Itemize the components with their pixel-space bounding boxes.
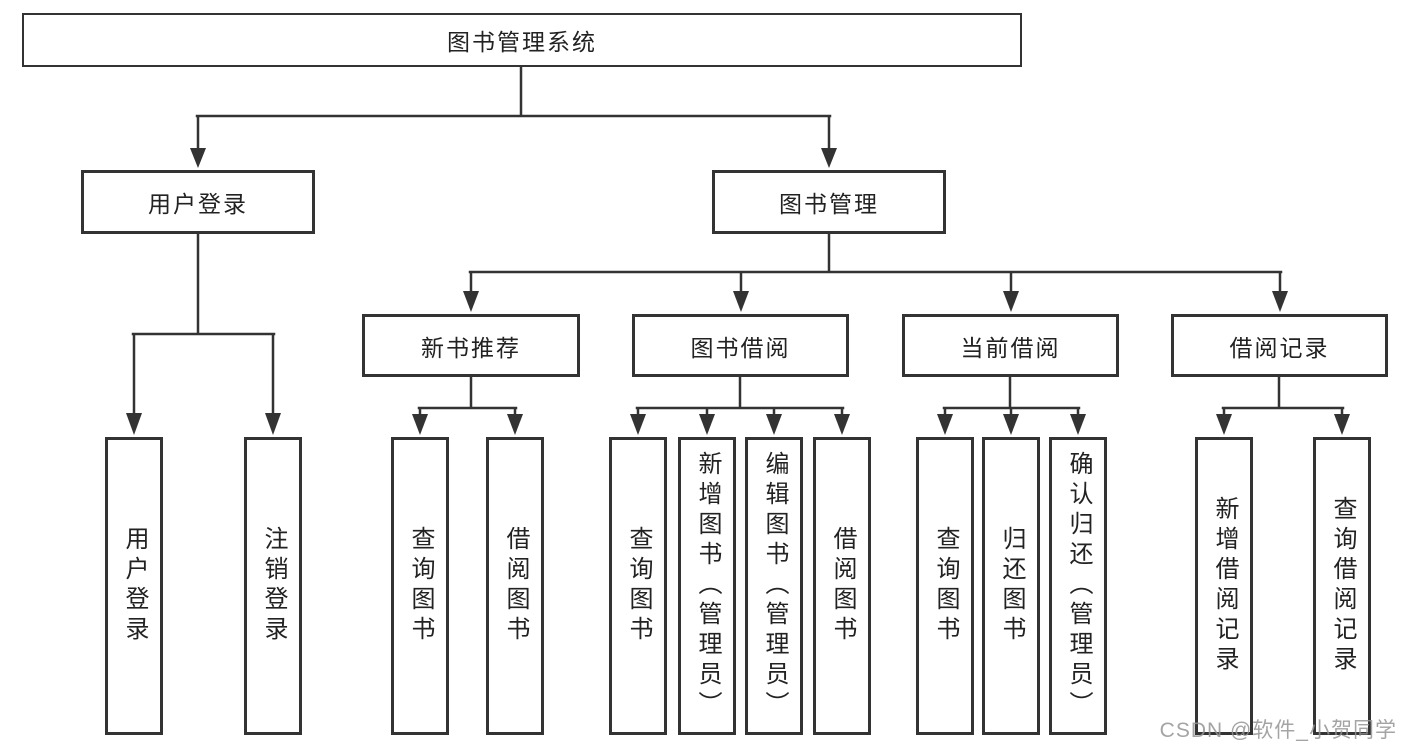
connector-book-mgmt-to-level3 — [463, 232, 1288, 312]
leaf-query-book-recommend-label: 查询图书 — [407, 526, 434, 646]
line — [468, 232, 1283, 296]
leaf-query-book-borrow: 查询图书 — [609, 437, 667, 735]
leaf-return-book: 归还图书 — [982, 437, 1040, 735]
node-book-borrow-label: 图书借阅 — [690, 334, 791, 361]
arrowhead-icon — [1334, 414, 1350, 435]
arrowhead-icon — [507, 414, 523, 435]
leaf-borrow-book-recommend: 借阅图书 — [486, 437, 544, 735]
connector-new-book-to-leaves — [412, 375, 523, 435]
connector-book-borrow-to-leaves — [630, 375, 850, 435]
leaf-query-book-borrow-label: 查询图书 — [625, 526, 652, 646]
connector-borrow-record-to-leaves — [1216, 375, 1350, 435]
arrowhead-icon — [821, 148, 837, 168]
node-root: 图书管理系统 — [22, 13, 1022, 67]
line — [1221, 375, 1345, 417]
arrowhead-icon — [1003, 414, 1019, 435]
node-current-borrow-label: 当前借阅 — [960, 334, 1061, 361]
leaf-borrow-book-borrow: 借阅图书 — [813, 437, 871, 735]
leaf-confirm-return-admin: 确认归还（管理员） — [1049, 437, 1107, 735]
leaf-edit-book-admin: 编辑图书（管理员） — [745, 437, 803, 735]
node-new-book-label: 新书推荐 — [421, 334, 521, 361]
connector-current-borrow-to-leaves — [937, 375, 1086, 435]
node-user-login-label: 用户登录 — [148, 191, 248, 217]
leaf-add-book-admin-label: 新增图书（管理员） — [694, 451, 721, 721]
leaf-logout: 注销登录 — [244, 437, 302, 735]
line — [131, 232, 276, 416]
arrowhead-icon — [733, 291, 749, 312]
leaf-add-borrow-record: 新增借阅记录 — [1195, 437, 1253, 735]
csdn-watermark: CSDN @软件_小贺同学 — [1159, 719, 1397, 742]
node-current-borrow: 当前借阅 — [902, 314, 1119, 377]
arrowhead-icon — [766, 414, 782, 435]
leaf-logout-label: 注销登录 — [260, 526, 287, 646]
leaf-user-login: 用户登录 — [105, 437, 163, 735]
connector-root-to-level2 — [190, 65, 837, 168]
leaf-query-borrow-record-label: 查询借阅记录 — [1329, 496, 1356, 676]
leaf-return-book-label: 归还图书 — [998, 526, 1025, 646]
leaf-edit-book-admin-label: 编辑图书（管理员） — [761, 451, 788, 721]
leaf-query-book-current: 查询图书 — [916, 437, 974, 735]
line — [417, 375, 518, 417]
line — [635, 375, 845, 417]
connector-user-login-to-leaves — [126, 232, 281, 435]
leaf-user-login-label: 用户登录 — [121, 526, 148, 646]
arrowhead-icon — [190, 148, 206, 168]
node-root-label: 图书管理系统 — [447, 29, 597, 55]
node-book-mgmt: 图书管理 — [712, 170, 946, 234]
line — [942, 375, 1081, 417]
line — [195, 65, 832, 152]
arrowhead-icon — [463, 291, 479, 312]
arrowhead-icon — [1070, 414, 1086, 435]
arrowhead-icon — [1003, 291, 1019, 312]
arrowhead-icon — [630, 414, 646, 435]
leaf-borrow-book-recommend-label: 借阅图书 — [502, 526, 529, 646]
leaf-add-borrow-record-label: 新增借阅记录 — [1211, 496, 1238, 676]
arrowhead-icon — [265, 413, 281, 435]
node-user-login: 用户登录 — [81, 170, 315, 234]
arrowhead-icon — [412, 414, 428, 435]
arrowhead-icon — [1272, 291, 1288, 312]
node-borrow-record: 借阅记录 — [1171, 314, 1388, 377]
leaf-query-book-recommend: 查询图书 — [391, 437, 449, 735]
arrowhead-icon — [937, 414, 953, 435]
arrowhead-icon — [834, 414, 850, 435]
leaf-add-book-admin: 新增图书（管理员） — [678, 437, 736, 735]
node-new-book: 新书推荐 — [362, 314, 580, 377]
arrowhead-icon — [699, 414, 715, 435]
leaf-query-book-current-label: 查询图书 — [932, 526, 959, 646]
node-book-mgmt-label: 图书管理 — [779, 191, 879, 217]
arrowhead-icon — [126, 413, 142, 435]
leaf-confirm-return-admin-label: 确认归还（管理员） — [1065, 451, 1092, 721]
arrowhead-icon — [1216, 414, 1232, 435]
node-book-borrow: 图书借阅 — [632, 314, 849, 377]
leaf-borrow-book-borrow-label: 借阅图书 — [829, 526, 856, 646]
node-borrow-record-label: 借阅记录 — [1229, 334, 1330, 361]
leaf-query-borrow-record: 查询借阅记录 — [1313, 437, 1371, 735]
